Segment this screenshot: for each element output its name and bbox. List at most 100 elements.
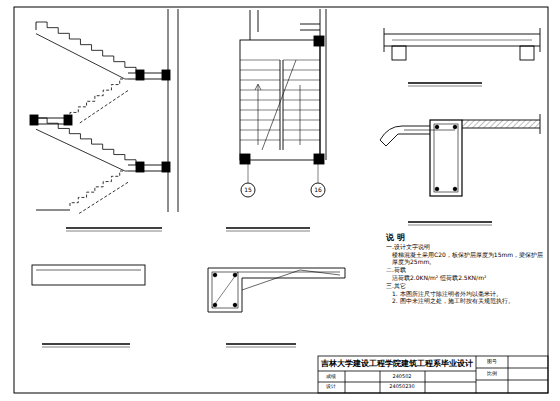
title-block-cell: 设计 [326,384,336,390]
drawing-stroke [42,343,130,345]
drawing-stroke [136,70,144,80]
plan-step [283,80,320,81]
drawing-stroke [66,231,162,232]
stair-slab [36,34,125,79]
plan-step [283,130,320,131]
sheet-title: 吉林大学建设工程学院建筑工程系毕业设计 [321,359,473,368]
axis-number: 16 [314,187,322,194]
drawing-stroke [318,164,319,183]
note-text: 二.荷载 [386,267,546,274]
drawing-stroke [380,134,398,146]
title-block-cell: 240502 [392,374,411,380]
drawing-stroke [435,187,439,191]
drawing-stroke [408,225,492,226]
drawing-stroke [42,347,130,348]
plan-step [283,60,320,61]
stair-section [30,9,178,214]
drawing-stroke [380,371,381,393]
drawing-stroke [280,60,281,150]
plan-step [283,110,320,111]
drawing-stroke [404,130,455,131]
title-block-cell: 成绩 [326,374,336,380]
drawing-stroke [300,270,340,275]
notes-heading: 说 明 [386,233,546,242]
plan-step [240,110,280,111]
title-block-cell: 图号 [487,359,497,365]
stair-flight [36,22,136,73]
drawing-stroke [384,28,385,52]
drawing-stroke [226,227,310,229]
drawing-stroke [408,86,482,87]
drawing-stroke [258,10,259,32]
drawing-stroke [233,303,237,307]
drawing-stroke [453,125,457,129]
plan-step [240,90,280,91]
drawing-stroke [208,268,345,312]
drawing-stroke [238,272,340,273]
drawing-stroke [36,22,37,30]
drawing-stroke [435,125,439,129]
stair-slab [78,182,128,214]
plan-step [240,120,280,121]
drawing-stroke [314,154,324,164]
plan-step [240,60,280,61]
drawing-stroke [226,231,310,232]
drawing-stroke [476,356,477,393]
title-block [318,356,548,393]
drawing-stroke [233,273,237,277]
drawing-stroke [314,36,324,46]
drawing-stroke [384,46,540,47]
drawing-stroke [384,34,540,35]
drawing-stroke [213,303,217,307]
drawing-stroke [326,9,327,160]
drawing-stroke [255,84,261,90]
drawing-stroke [476,368,548,369]
drawing-stroke [30,115,38,125]
sheet-frame [14,7,548,393]
drawing-stroke [300,24,320,25]
axis-number: 15 [244,187,252,194]
drawing-stroke [345,371,346,393]
drawing-stroke [168,9,169,212]
drawing-stroke [520,46,534,60]
drawing-stroke [398,134,430,135]
note-text: 1. 本图所注尺寸除注明者外均以毫米计。 [392,291,546,298]
plan-step [240,70,280,71]
view-title-lines [42,83,492,347]
plan-step [283,140,320,141]
notes-block: 说 明一.设计文字说明楼梯混凝土采用C20，板保护层厚度为15mm，梁保护层厚度… [386,233,546,305]
stair-slab [78,91,128,124]
drawing-stroke [318,371,476,372]
drawing-stroke [36,210,70,211]
drawing-stroke [408,82,482,84]
l-beam-section [208,268,345,312]
drawing-stroke [226,347,296,348]
stair-flight [36,118,136,165]
drawing-stroke [240,40,320,160]
plan-step [283,70,320,71]
drawing-stroke [162,70,170,80]
plan-step [240,100,280,101]
title-block-cell: 比例 [487,371,497,377]
plan-step [283,100,320,101]
plan-step [240,140,280,141]
drawing-stroke [430,120,462,196]
drawing-stroke [318,356,548,393]
drawing-stroke [162,162,170,172]
drawing-stroke [425,371,426,393]
drawing-stroke [240,154,250,164]
drawing-stroke [476,380,548,381]
drawing-stroke [392,46,406,60]
drawing-stroke [300,30,320,31]
drawing-stroke [462,120,540,128]
drawing-stroke [136,162,144,172]
drawing-stroke [318,382,476,383]
drawing-stroke [283,60,284,150]
plan-step [240,130,280,131]
drawing-stroke [226,343,296,345]
drawing-stroke [66,227,162,229]
title-block-cell: 24050230 [389,384,414,390]
drawing-stroke [213,273,217,277]
